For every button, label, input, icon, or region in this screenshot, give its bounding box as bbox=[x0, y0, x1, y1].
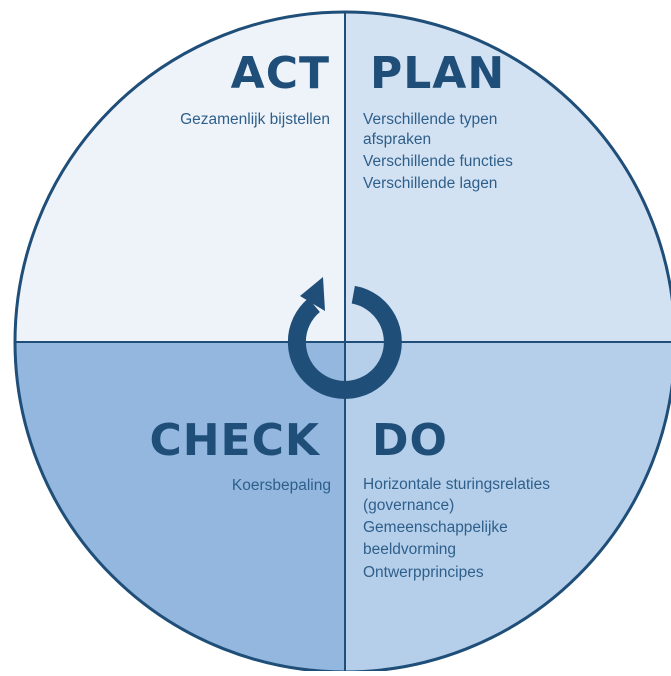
do-item: (governance) bbox=[363, 497, 454, 514]
plan-item: Verschillende typen bbox=[363, 111, 497, 128]
plan-title: PLAN bbox=[370, 48, 505, 99]
check-title: CHECK bbox=[149, 415, 320, 466]
act-item: Gezamenlijk bijstellen bbox=[180, 111, 330, 128]
do-item: Gemeenschappelijke bbox=[363, 519, 508, 536]
do-item: Horizontale sturingsrelaties bbox=[363, 476, 550, 493]
plan-item: afspraken bbox=[363, 131, 431, 148]
cycle-arrow-icon bbox=[287, 277, 402, 399]
do-title: DO bbox=[372, 415, 448, 466]
check-item: Koersbepaling bbox=[232, 477, 331, 494]
plan-item: Verschillende lagen bbox=[363, 175, 497, 192]
act-title: ACT bbox=[231, 48, 330, 99]
do-item: Ontwerpprincipes bbox=[363, 564, 484, 581]
do-item: beeldvorming bbox=[363, 541, 456, 558]
plan-item: Verschillende functies bbox=[363, 153, 513, 170]
